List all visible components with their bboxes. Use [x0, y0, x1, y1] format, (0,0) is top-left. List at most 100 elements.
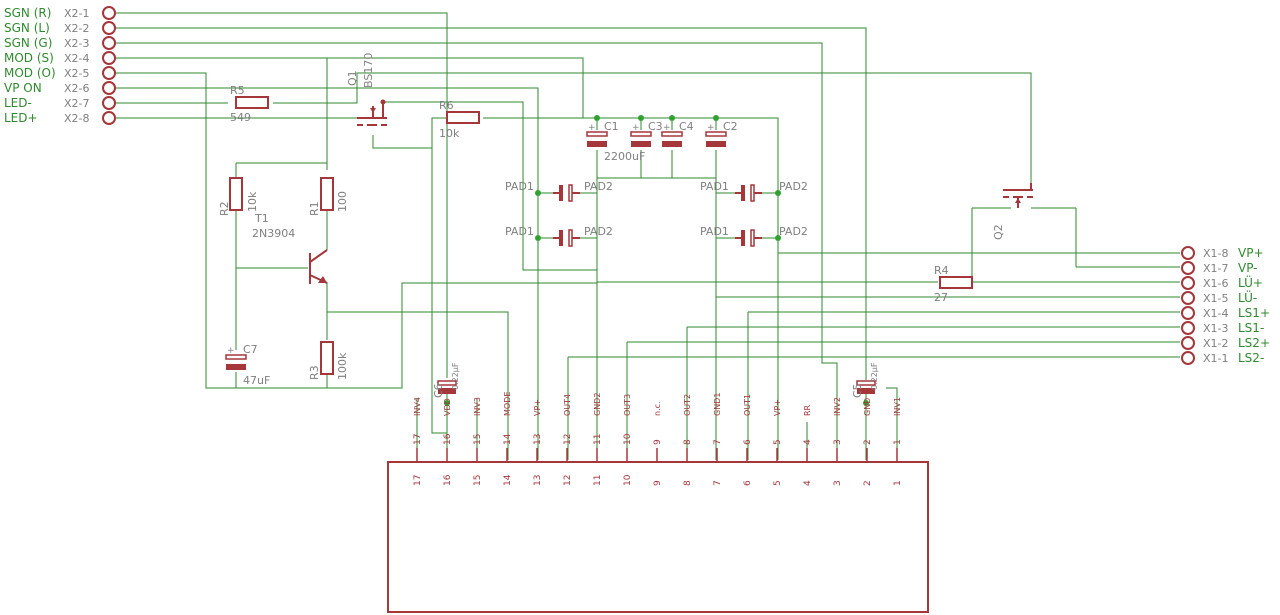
x2-pin-label: X2-8 — [64, 112, 90, 125]
connector-pad[interactable] — [1181, 276, 1195, 290]
capacitor-c3[interactable]: + C3 — [630, 120, 663, 147]
mosfet-q1[interactable]: Q1 BS170 — [346, 53, 387, 126]
r3-value: 100k — [336, 352, 349, 380]
ic-pin-number-outer: 13 — [533, 434, 543, 445]
resistor-r4[interactable]: R4 27 — [934, 264, 973, 304]
pad1-label: PAD1 — [700, 225, 729, 238]
ic-body[interactable] — [387, 461, 929, 613]
resistor-r2[interactable]: R2 10k — [218, 177, 259, 216]
ic-pin-number-inner: 13 — [533, 475, 543, 486]
connector-pad[interactable] — [102, 111, 116, 125]
ic-pin-signal: GND — [863, 398, 872, 416]
connector-pad[interactable] — [102, 66, 116, 80]
connector-pad[interactable] — [1181, 291, 1195, 305]
pad2-label: PAD2 — [584, 225, 613, 238]
junction-dot — [669, 115, 675, 121]
capacitor-c5[interactable]: C5 0.22µF — [851, 362, 879, 398]
ic-pin-number-outer: 2 — [863, 439, 873, 445]
x1-net-label: LÜ+ — [1238, 274, 1263, 290]
mosfet-q2[interactable]: Q2 — [992, 183, 1033, 240]
resistor-r3[interactable]: R3 100k — [308, 341, 349, 380]
svg-text:+: + — [227, 346, 235, 356]
pad2-label: PAD2 — [584, 180, 613, 193]
junction-dot — [863, 400, 869, 406]
ic-pin-number-outer: 3 — [833, 439, 843, 445]
pad-capacitor[interactable]: PAD1 PAD2 — [505, 225, 613, 247]
r2-name: R2 — [218, 201, 231, 216]
pad1-label: PAD1 — [505, 180, 534, 193]
ic-pin-number-inner: 11 — [593, 475, 603, 486]
r4-name: R4 — [934, 264, 949, 277]
svg-text:+: + — [588, 123, 596, 133]
connector-pad[interactable] — [1181, 246, 1195, 260]
connector-pad[interactable] — [102, 21, 116, 35]
ic-pin-number-inner: 2 — [863, 480, 873, 486]
x1-net-label: LS1- — [1238, 321, 1264, 335]
ic-pin-signal: VDD — [443, 398, 452, 416]
x1-pin-label: X1-8 — [1203, 247, 1229, 260]
connector-pad[interactable] — [102, 36, 116, 50]
ic-pin-number-outer: 16 — [443, 433, 453, 445]
junction-dot — [594, 115, 600, 121]
x2-net-label: VP ON — [4, 81, 42, 95]
ic-pin-signal: GND1 — [713, 393, 722, 416]
ic-chip[interactable]: 1717INV41616VDD1515INV31414MODE1313VP+12… — [387, 392, 929, 613]
ic-pin-signal: OUT4 — [563, 394, 572, 416]
connector-pad[interactable] — [1181, 321, 1195, 335]
c6-name: C6 — [432, 383, 445, 398]
connector-pad[interactable] — [1181, 336, 1195, 350]
svg-text:+: + — [663, 123, 671, 133]
ic-pin-number-outer: 17 — [413, 434, 423, 445]
transistor-t1[interactable]: T1 2N3904 — [252, 212, 328, 284]
connector-pad[interactable] — [102, 96, 116, 110]
connector-pad[interactable] — [102, 6, 116, 20]
x2-net-label: MOD (S) — [4, 51, 54, 65]
ic-pin-number-outer: 9 — [653, 439, 663, 445]
capacitor-c4[interactable]: + C4 — [661, 120, 694, 147]
connector-pad[interactable] — [1181, 306, 1195, 320]
r1-name: R1 — [308, 201, 321, 216]
pad-capacitor[interactable]: PAD1 PAD2 — [700, 180, 808, 202]
capacitor-c6[interactable]: C6 0.22µF — [432, 362, 460, 398]
x2-pin-label: X2-4 — [64, 52, 90, 65]
q2-name: Q2 — [992, 224, 1005, 240]
connector-pad[interactable] — [102, 81, 116, 95]
resistor-r5[interactable]: R5 549 — [230, 84, 269, 124]
connector-pad[interactable] — [1181, 261, 1195, 275]
ic-pin-number-inner: 14 — [503, 474, 513, 486]
resistor-r1[interactable]: R1 100 — [308, 177, 349, 216]
x1-net-label: VP- — [1238, 261, 1258, 275]
ic-pin-number-outer: 6 — [743, 439, 753, 445]
capacitor-c1[interactable]: + C1 2200uF — [586, 120, 645, 163]
ic-pin-number-outer: 12 — [563, 434, 573, 445]
capacitor-c7[interactable]: + C7 47uF — [225, 343, 270, 387]
connector-pad[interactable] — [1181, 351, 1195, 365]
r1-value: 100 — [336, 191, 349, 212]
c2-name: C2 — [723, 120, 738, 133]
x1-net-label: LS1+ — [1238, 306, 1270, 320]
pad-capacitor[interactable]: PAD1 PAD2 — [700, 225, 808, 247]
junction-dot — [535, 190, 541, 196]
resistor-r6[interactable]: R6 10k — [439, 99, 480, 140]
x2-net-label: SGN (G) — [4, 36, 52, 50]
c7-value: 47uF — [243, 374, 270, 387]
ic-pin-signal: GND2 — [593, 393, 602, 416]
c4-name: C4 — [679, 120, 694, 133]
connector-x1: X1-8 X1-7 X1-6 X1-5 X1-4 X1-3 X1-2 X1-1 … — [1181, 246, 1270, 365]
ic-pin-signal: VP+ — [773, 399, 782, 416]
ic-pin-number-outer: 8 — [683, 439, 693, 445]
svg-text:+: + — [632, 123, 640, 133]
ic-pin-number-inner: 9 — [653, 480, 663, 486]
q1-value: BS170 — [362, 53, 375, 88]
capacitor-c2[interactable]: + C2 — [705, 120, 738, 147]
svg-text:+: + — [707, 123, 715, 133]
junction-dot — [444, 400, 450, 406]
pad2-label: PAD2 — [779, 180, 808, 193]
connector-pad[interactable] — [102, 51, 116, 65]
ic-pin-number-inner: 3 — [833, 480, 843, 486]
pad1-label: PAD1 — [505, 225, 534, 238]
pad-capacitor[interactable]: PAD1 PAD2 — [505, 180, 613, 202]
x2-net-label: LED- — [4, 96, 32, 110]
connector-x2: SGN (R) SGN (L) SGN (G) MOD (S) MOD (O) … — [4, 6, 116, 125]
r5-value: 549 — [230, 111, 251, 124]
